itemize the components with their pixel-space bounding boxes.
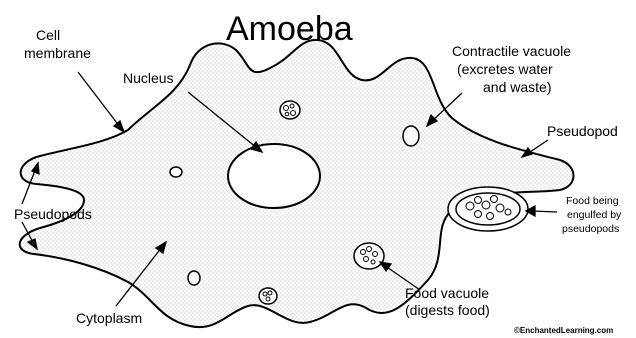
cell-membrane-label: Cell membrane [24,27,91,61]
arrow-cell-membrane [78,72,124,132]
pseudopod-label: Pseudopod [547,123,618,139]
food-vacuole-bottom [259,288,277,304]
arrow-food-engulfed [526,206,557,216]
food-vacuole-top [280,101,300,119]
cytoplasm-label: Cytoplasm [76,310,142,326]
pseudopods-label: Pseudopods [14,206,92,222]
food-vacuole-label: Food vacuole (digests food) [405,285,493,318]
food-engulfed-label: Food being engulfed by pseudopods [562,195,624,235]
nucleus-shape [228,144,320,208]
small-vacuole-bottom [188,271,200,285]
diagram-title: Amoeba [226,10,353,48]
contractile-vacuole-shape [403,126,419,146]
food-vacuole-right [354,243,384,269]
small-vacuole-left [170,167,182,177]
contractile-vacuole-label: Contractile vacuole (excretes water and … [452,43,575,95]
food-being-engulfed [448,187,528,231]
nucleus-label: Nucleus [123,70,174,86]
copyright-credit: ©EnchantedLearning.com [514,326,613,335]
